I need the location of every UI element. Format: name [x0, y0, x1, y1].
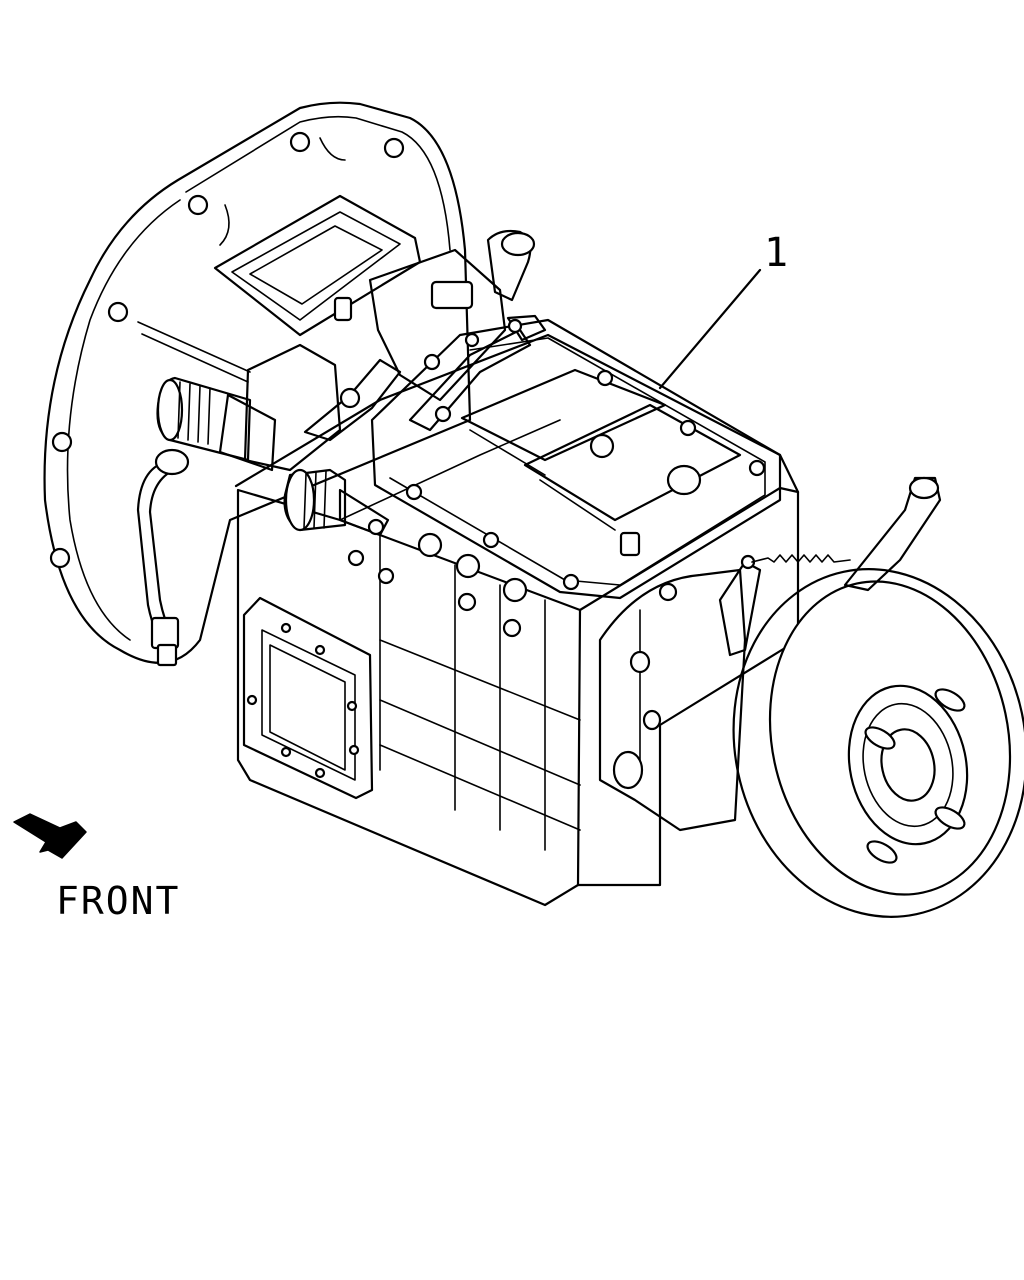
- cover-bolt: [748, 459, 766, 477]
- wheel-stud: [864, 726, 896, 750]
- cover-bolt: [589, 433, 615, 459]
- release-cylinder: [156, 343, 342, 472]
- flange-bolt: [187, 194, 209, 216]
- wheel-stud: [934, 688, 966, 712]
- cover-bolt: [562, 573, 580, 591]
- shift-rod-boot: [283, 468, 390, 537]
- front-label: FRONT: [56, 879, 180, 923]
- top-cover: [370, 318, 782, 600]
- gearbox-case: [234, 333, 800, 907]
- parking-brake-lever: [718, 476, 942, 657]
- front-arrow-icon: [13, 813, 87, 859]
- shift-housing: [213, 194, 547, 442]
- callout-label: 1: [764, 230, 788, 276]
- clutch-hose: [136, 448, 190, 667]
- wheel-stud: [866, 840, 898, 864]
- flange-bolt: [107, 301, 129, 323]
- wheel-stud: [934, 806, 966, 830]
- cover-bolt: [405, 483, 423, 501]
- brake-drum: [732, 568, 1024, 918]
- flange-bolt: [383, 137, 405, 159]
- cover-bolt: [619, 531, 641, 557]
- cover-bolt: [482, 531, 500, 549]
- callout-1: 1: [658, 230, 788, 390]
- callout-leader-line: [658, 268, 762, 390]
- front-indicator: FRONT: [13, 813, 180, 923]
- flange-bolt: [289, 131, 311, 153]
- flange-bolt: [51, 431, 73, 453]
- cover-bolt: [596, 369, 614, 387]
- rear-housing: [598, 568, 747, 832]
- cover-bolt: [679, 419, 697, 437]
- flange-bolt: [49, 547, 71, 569]
- bell-housing: [43, 101, 472, 664]
